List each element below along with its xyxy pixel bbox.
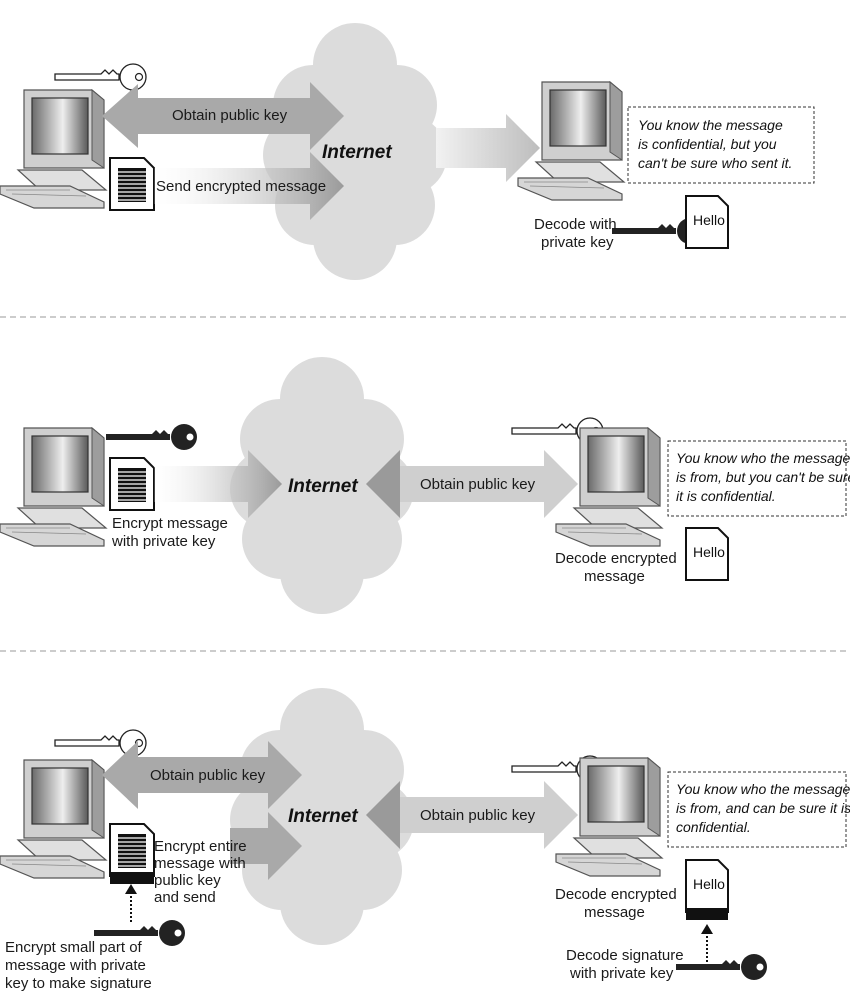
signature-arrow-head bbox=[125, 884, 137, 894]
public-key-icon bbox=[54, 63, 147, 91]
sender-computer bbox=[0, 89, 107, 209]
panel-1: Obtain public key Send encrypted message… bbox=[0, 23, 815, 280]
receiver-label-line2: message bbox=[584, 568, 645, 585]
note-line: You know who the message bbox=[676, 450, 850, 466]
document-icon bbox=[109, 457, 155, 511]
note-line: confidential. bbox=[676, 819, 751, 835]
receiver-label-line2: private key bbox=[541, 234, 614, 251]
note-line: You know the message bbox=[638, 117, 783, 133]
encrypt-line: Encrypt entire bbox=[154, 838, 247, 855]
deliver-arrow bbox=[436, 114, 540, 182]
internet-label: Internet bbox=[322, 142, 392, 163]
obtain-key-arrow-right bbox=[366, 781, 578, 849]
document-text: Hello bbox=[693, 876, 725, 892]
encrypted-document-icon bbox=[109, 823, 155, 877]
arrow-obtain-right-label: Obtain public key bbox=[420, 807, 536, 824]
arrow-obtain-left-label: Obtain public key bbox=[150, 767, 266, 784]
arrow-obtain-label: Obtain public key bbox=[172, 107, 288, 124]
encrypt-line: and send bbox=[154, 889, 216, 906]
private-key-icon bbox=[106, 424, 197, 450]
sender-computer bbox=[0, 427, 107, 547]
receiver-label-line1: Decode encrypted bbox=[555, 886, 677, 903]
note-line: is from, but you can't be sure bbox=[676, 469, 850, 485]
panel-3: Obtain public key Encrypt entire message… bbox=[0, 688, 850, 992]
decode-signature-arrow-head bbox=[701, 924, 713, 934]
send-message-arrow bbox=[154, 450, 282, 518]
arrow-head bbox=[366, 781, 400, 849]
note-box bbox=[627, 106, 815, 184]
obtain-key-arrow bbox=[102, 82, 344, 150]
note-line: can't be sure who sent it. bbox=[638, 155, 792, 171]
signature-line: message with private bbox=[5, 957, 146, 974]
arrow-send-label: Send encrypted message bbox=[156, 178, 326, 195]
encrypt-line: public key bbox=[154, 872, 221, 889]
obtain-key-arrow-left bbox=[102, 741, 302, 809]
signature-line: key to make signature bbox=[5, 975, 152, 992]
encrypted-document-icon bbox=[109, 157, 155, 211]
receiver-computer bbox=[517, 81, 625, 201]
document-text: Hello bbox=[693, 544, 725, 560]
signature-block bbox=[686, 908, 728, 920]
encrypt-line: message with bbox=[154, 855, 246, 872]
decode-sig-line: with private key bbox=[569, 965, 674, 982]
arrow-head bbox=[366, 450, 400, 518]
signature-line: Encrypt small part of bbox=[5, 939, 143, 956]
send-message-arrow bbox=[154, 152, 344, 220]
obtain-key-arrow bbox=[366, 450, 578, 518]
decode-sig-line: Decode signature bbox=[566, 947, 684, 964]
send-message-arrow bbox=[230, 812, 302, 880]
receiver-label-line1: Decode with bbox=[534, 216, 617, 233]
private-key-icon bbox=[676, 954, 767, 980]
sender-label-line2: with private key bbox=[111, 533, 216, 550]
note-line: is from, and can be sure it is bbox=[676, 800, 850, 816]
receiver-label-line1: Decode encrypted bbox=[555, 550, 677, 567]
receiver-label-line2: message bbox=[584, 904, 645, 921]
note-box bbox=[667, 771, 847, 848]
note-line: is confidential, but you bbox=[638, 136, 777, 152]
signature-block bbox=[110, 872, 154, 884]
internet-label: Internet bbox=[288, 806, 358, 827]
note-line: it is confidential. bbox=[676, 488, 776, 504]
sender-computer bbox=[0, 759, 107, 879]
arrow-obtain-label: Obtain public key bbox=[420, 476, 536, 493]
internet-label: Internet bbox=[288, 476, 358, 497]
panel-2: Encrypt message with private key Interne… bbox=[0, 357, 850, 614]
document-text: Hello bbox=[693, 212, 725, 228]
note-box bbox=[667, 440, 847, 517]
sender-label-line1: Encrypt message bbox=[112, 515, 228, 532]
note-line: You know who the message bbox=[676, 781, 850, 797]
